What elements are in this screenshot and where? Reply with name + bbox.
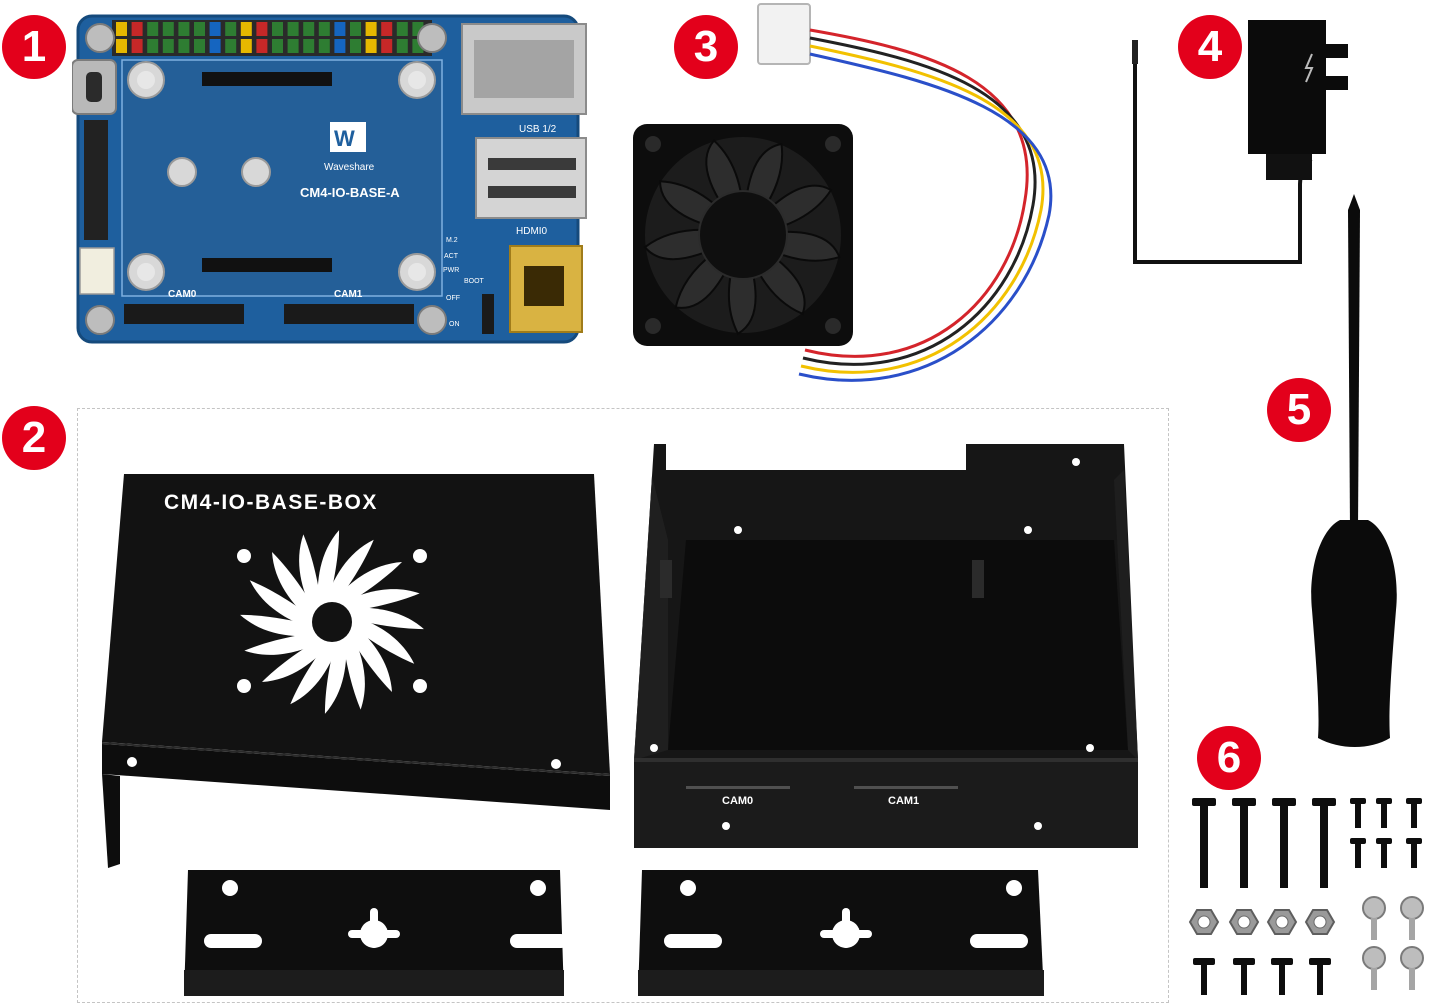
badge-4: 4 (1178, 15, 1242, 79)
case-cam0-label: CAM0 (722, 795, 753, 807)
act-label: ACT (444, 253, 459, 260)
cam0-board-label: CAM0 (168, 289, 197, 300)
on-label: ON (449, 321, 460, 328)
pwr-label: PWR (443, 267, 459, 274)
badge-3: 3 (674, 15, 738, 79)
cam1-board-label: CAM1 (334, 289, 363, 300)
screwdriver (1311, 194, 1397, 747)
io-base-board: W Waveshare CM4-IO-BASE-A USB 1/2 HDMI0 … (72, 14, 587, 344)
case-bottom: CAM0 CAM1 (634, 444, 1138, 848)
screw-set (1188, 798, 1424, 995)
lid-label: CM4-IO-BASE-BOX (164, 491, 378, 514)
case-cam1-label: CAM1 (888, 795, 919, 807)
off-label: OFF (446, 295, 460, 302)
power-adapter (1132, 20, 1348, 264)
cooling-fan (633, 3, 1053, 382)
boot-label: BOOT (464, 278, 485, 285)
case-lid: CM4-IO-BASE-BOX (102, 474, 610, 868)
waveshare-logo: W Waveshare (324, 122, 375, 173)
badge-1: 1 (2, 15, 66, 79)
badge-2: 2 (2, 406, 66, 470)
badge-5: 5 (1267, 378, 1331, 442)
board-model-label: CM4-IO-BASE-A (300, 185, 400, 200)
mounting-bracket-right (638, 870, 1044, 996)
mounting-bracket-left (184, 870, 568, 996)
hdmi-label: HDMI0 (516, 226, 548, 237)
gpio-header (112, 20, 432, 56)
brand-label: Waveshare (324, 162, 375, 173)
badge-6: 6 (1197, 726, 1261, 790)
svg-text:W: W (334, 126, 355, 151)
usb-label: USB 1/2 (519, 124, 557, 135)
m2-label: M.2 (446, 237, 458, 244)
case-kit-frame (77, 408, 1169, 1003)
